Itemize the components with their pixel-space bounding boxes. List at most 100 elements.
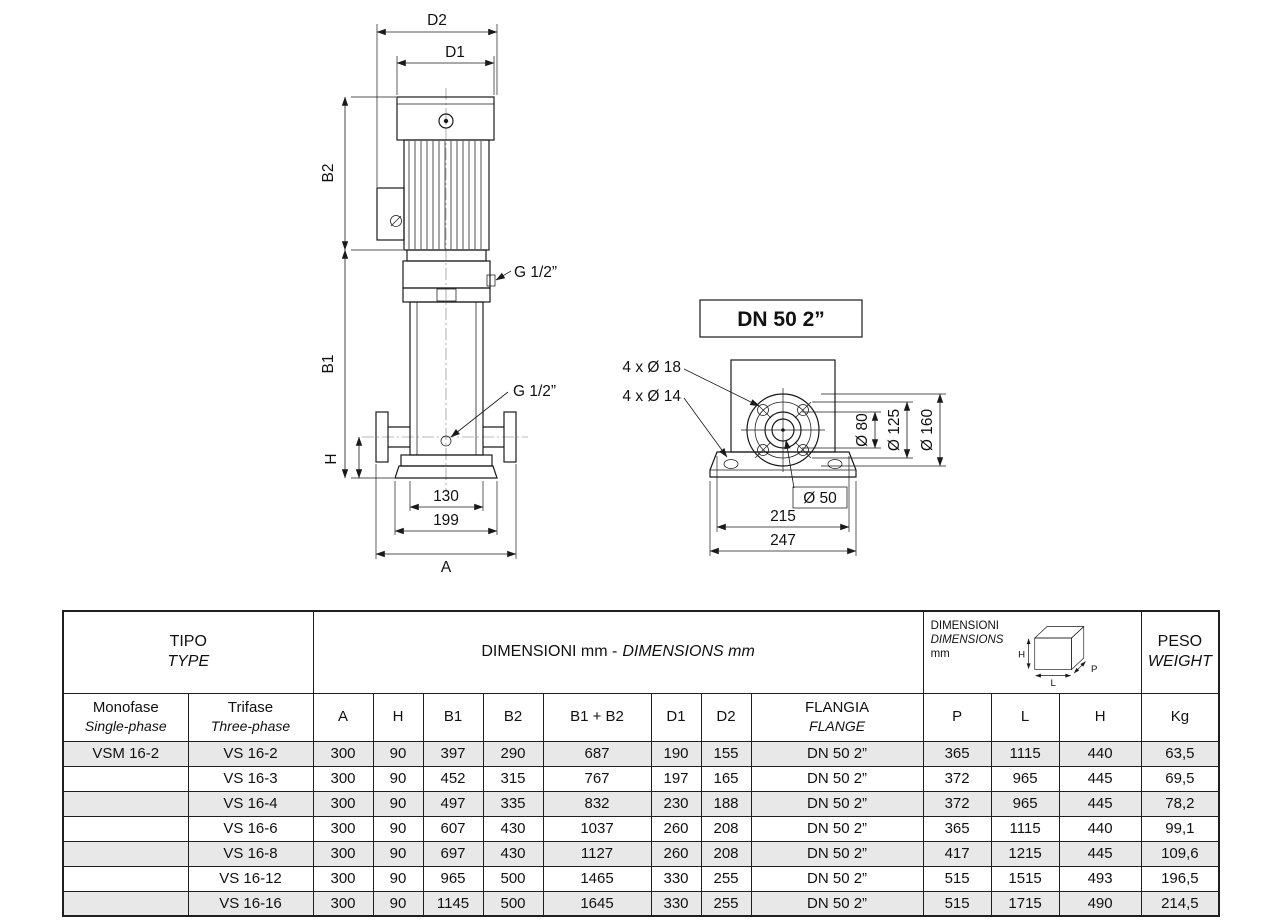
- cell-b1b2: 1037: [542, 815, 652, 842]
- cell-hh: 493: [1058, 865, 1142, 892]
- dim-label-4x18: 4 x Ø 18: [622, 359, 681, 376]
- cell-h: 90: [372, 865, 424, 892]
- col-trifase: Trifase Three-phase: [187, 692, 314, 742]
- cell-kg: 99,1: [1140, 815, 1220, 842]
- cell-d1: 260: [650, 815, 702, 842]
- eyebolt-icon: [443, 118, 449, 124]
- spec-table: TIPO TYPE DIMENSIONI mm -DIMENSIONS mm D…: [62, 610, 1221, 917]
- col-monofase: Monofase Single-phase: [62, 692, 189, 742]
- cell-d2: 188: [700, 790, 752, 817]
- cell-b2: 315: [482, 765, 544, 792]
- header-tipo: TIPO TYPE: [62, 610, 314, 694]
- col-p: P: [922, 692, 992, 742]
- cell-h: 90: [372, 890, 424, 917]
- cell-kg: 69,5: [1140, 765, 1220, 792]
- cell-tri: VS 16-3: [187, 765, 314, 792]
- cell-flange: DN 50 2”: [750, 740, 924, 767]
- col-monofase-en: Single-phase: [84, 717, 167, 734]
- cell-d2: 208: [700, 840, 752, 867]
- cell-kg: 63,5: [1140, 740, 1220, 767]
- cell-tri: VS 16-8: [187, 840, 314, 867]
- cell-b1b2: 1127: [542, 840, 652, 867]
- dims-box-line2: DIMENSIONS: [930, 633, 1004, 646]
- cell-b1: 607: [422, 815, 484, 842]
- cube-p-label: P: [1091, 664, 1097, 675]
- pump-dimensions: D2 D1 B2 B1 H 130: [320, 12, 557, 576]
- header-dimensions-plh: DIMENSIONI DIMENSIONS mm: [922, 610, 1142, 694]
- cell-hh: 440: [1058, 740, 1142, 767]
- cell-hh: 440: [1058, 815, 1142, 842]
- dim-label-d125: Ø 125: [886, 409, 903, 451]
- cell-b1: 497: [422, 790, 484, 817]
- cell-flange: DN 50 2”: [750, 815, 924, 842]
- flange-center-mark: [781, 428, 785, 432]
- cell-d2: 165: [700, 765, 752, 792]
- dims-box-line1: DIMENSIONI: [930, 620, 999, 632]
- cell-d1: 230: [650, 790, 702, 817]
- cell-d2: 155: [700, 740, 752, 767]
- cell-p: 515: [922, 865, 992, 892]
- cell-p: 365: [922, 740, 992, 767]
- cell-b1: 697: [422, 840, 484, 867]
- cell-mono: [62, 840, 189, 867]
- cell-tri: VS 16-16: [187, 890, 314, 917]
- cell-l: 965: [990, 790, 1060, 817]
- cell-h: 90: [372, 740, 424, 767]
- cell-h: 90: [372, 815, 424, 842]
- dim-label-d160: Ø 160: [919, 409, 936, 452]
- cell-b1b2: 1465: [542, 865, 652, 892]
- cube-h-label: H: [1018, 650, 1025, 661]
- col-monofase-it: Monofase: [92, 698, 159, 716]
- col-flangia-en: FLANGE: [809, 717, 866, 734]
- cell-mono: VSM 16-2: [62, 740, 189, 767]
- cell-h: 90: [372, 765, 424, 792]
- col-trifase-it: Trifase: [227, 698, 274, 716]
- cell-b1: 965: [422, 865, 484, 892]
- cell-hh: 445: [1058, 765, 1142, 792]
- cell-mono: [62, 865, 189, 892]
- header-peso-it: PESO: [1157, 633, 1203, 651]
- cell-b1b2: 687: [542, 740, 652, 767]
- cell-kg: 196,5: [1140, 865, 1220, 892]
- cell-flange: DN 50 2”: [750, 840, 924, 867]
- cell-l: 965: [990, 765, 1060, 792]
- col-trifase-en: Three-phase: [210, 717, 291, 734]
- col-h2: H: [1058, 692, 1142, 742]
- cell-tri: VS 16-2: [187, 740, 314, 767]
- cell-b2: 290: [482, 740, 544, 767]
- dim-label-215: 215: [770, 508, 796, 525]
- header-dimensions-en: DIMENSIONS mm: [622, 643, 755, 661]
- dim-label-d1: D1: [445, 44, 465, 61]
- cell-tri: VS 16-6: [187, 815, 314, 842]
- cell-b2: 500: [482, 865, 544, 892]
- col-d1: D1: [650, 692, 702, 742]
- cell-flange: DN 50 2”: [750, 765, 924, 792]
- cell-b1b2: 1645: [542, 890, 652, 917]
- cell-mono: [62, 765, 189, 792]
- header-peso: PESO WEIGHT: [1140, 610, 1220, 694]
- cell-d2: 208: [700, 815, 752, 842]
- cell-a: 300: [312, 740, 374, 767]
- pump-side-view: [362, 88, 528, 492]
- dim-label-d80: Ø 80: [854, 413, 871, 447]
- cell-p: 515: [922, 890, 992, 917]
- cell-h: 90: [372, 790, 424, 817]
- col-flangia-it: FLANGIA: [804, 698, 870, 716]
- cell-kg: 78,2: [1140, 790, 1220, 817]
- cell-p: 365: [922, 815, 992, 842]
- cell-hh: 445: [1058, 790, 1142, 817]
- col-l: L: [990, 692, 1060, 742]
- cell-flange: DN 50 2”: [750, 790, 924, 817]
- cell-hh: 490: [1058, 890, 1142, 917]
- header-tipo-it: TIPO: [169, 633, 207, 651]
- col-flangia: FLANGIA FLANGE: [750, 692, 924, 742]
- cell-a: 300: [312, 790, 374, 817]
